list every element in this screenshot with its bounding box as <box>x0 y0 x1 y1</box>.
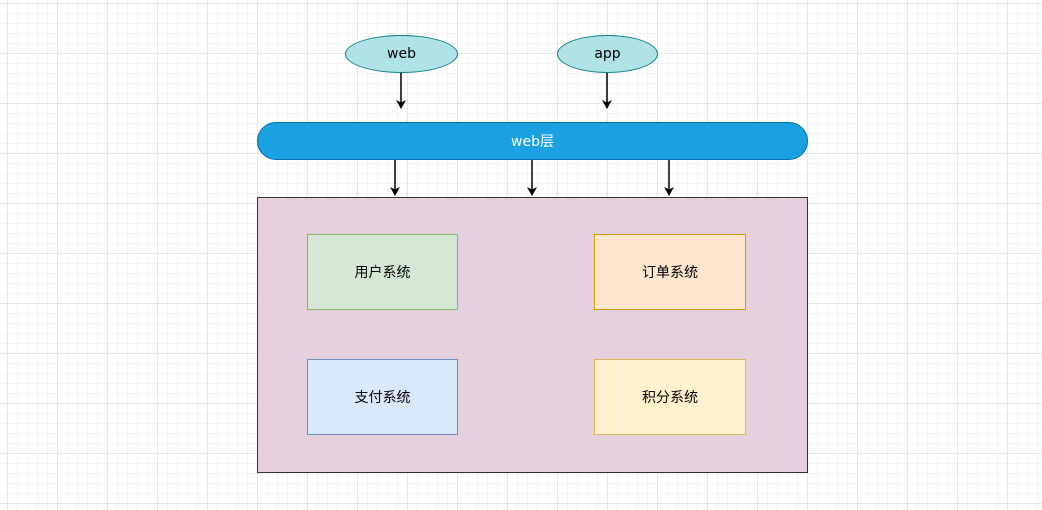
payment-system-label: 支付系统 <box>354 390 411 406</box>
user-system-node: 用户系统 <box>307 234 458 310</box>
order-system-node: 订单系统 <box>594 234 746 310</box>
web-client-label: web <box>387 46 416 62</box>
app-client-node: app <box>557 35 658 73</box>
web-client-node: web <box>345 35 458 73</box>
payment-system-node: 支付系统 <box>307 359 458 435</box>
points-system-label: 积分系统 <box>642 390 698 406</box>
app-client-label: app <box>594 46 621 62</box>
user-system-label: 用户系统 <box>354 265 411 281</box>
web-layer-label: web层 <box>511 134 554 150</box>
points-system-node: 积分系统 <box>594 359 746 435</box>
web-layer-node: web层 <box>257 122 808 160</box>
order-system-label: 订单系统 <box>642 265 698 281</box>
